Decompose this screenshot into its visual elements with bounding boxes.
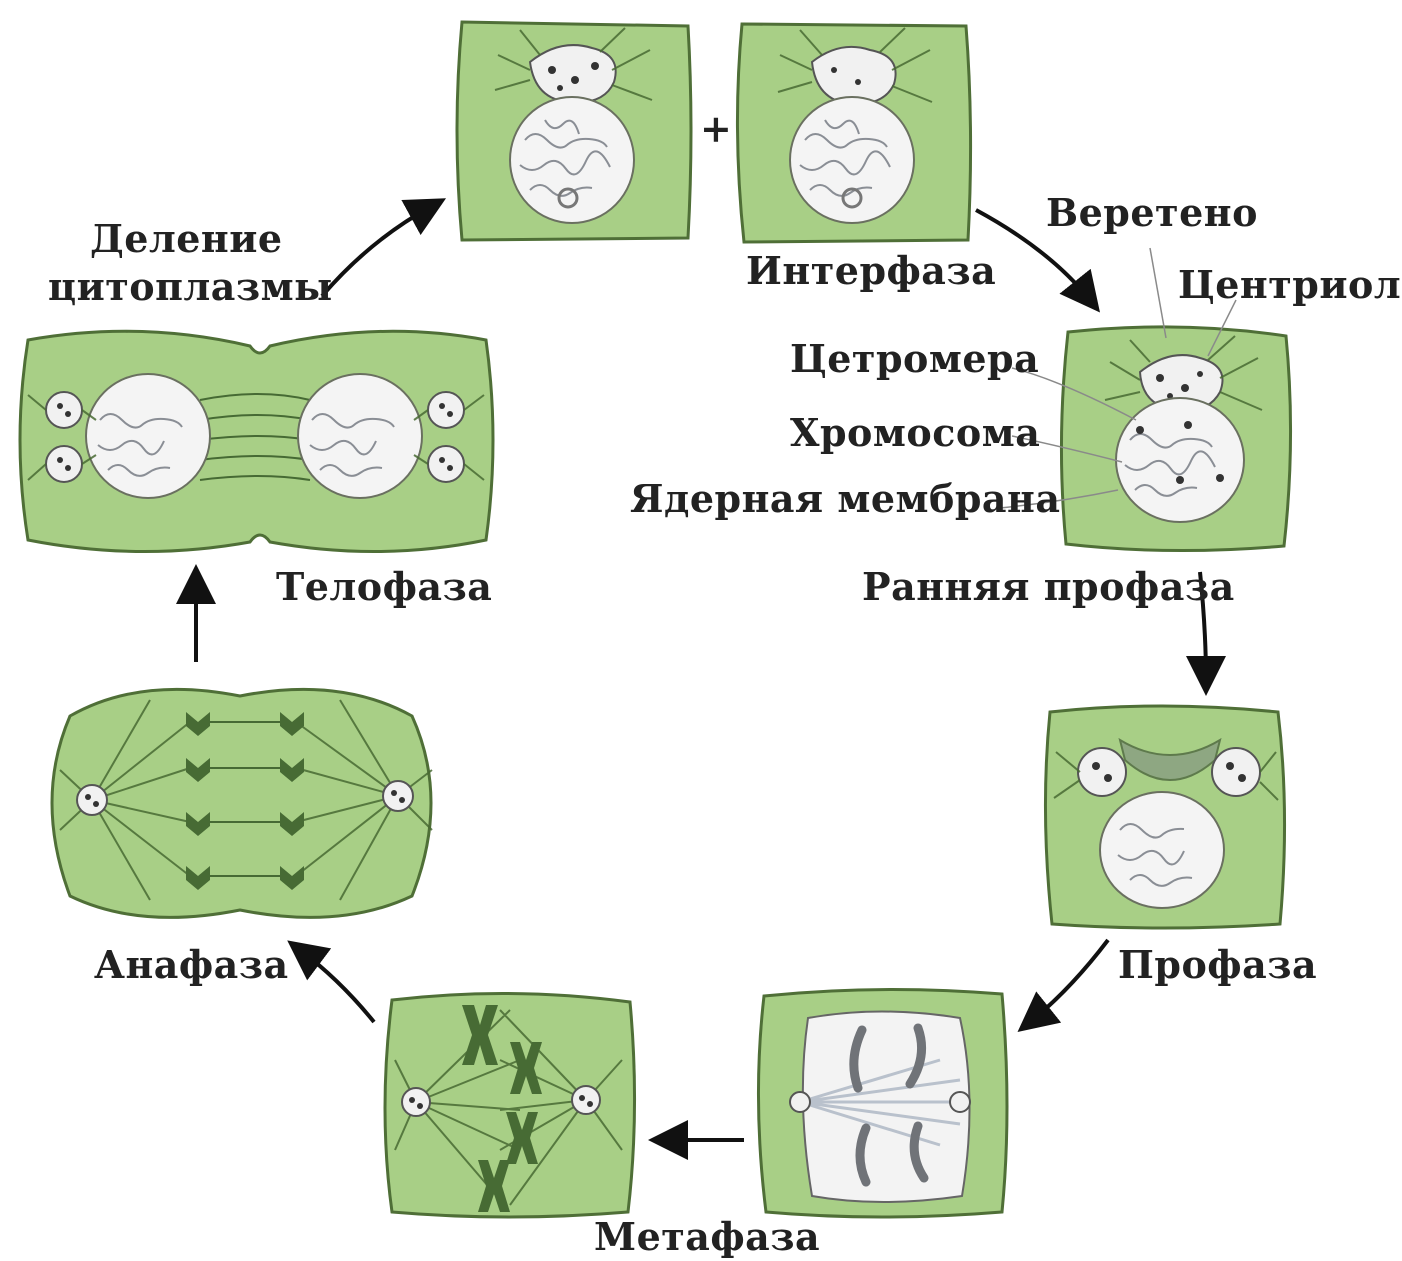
anaphase-cell [52, 689, 432, 917]
label-cytokinesis-line2: цитоплазмы [48, 266, 333, 308]
label-anaphase: Анафаза [94, 944, 289, 986]
label-centromere: Цетромера [790, 338, 1039, 380]
interphase-cell-left [457, 22, 691, 240]
prophase-cell [1045, 706, 1284, 928]
label-chromosome: Хромосома [790, 412, 1040, 454]
label-early-prophase: Ранняя профаза [862, 566, 1235, 608]
label-telophase: Телофаза [276, 566, 492, 608]
arrow-prophase-to-prometaphase [1030, 940, 1108, 1022]
interphase-cell-right [737, 24, 970, 242]
label-interphase: Интерфаза [746, 250, 996, 292]
label-prophase: Профаза [1118, 944, 1317, 986]
arrow-telophase-to-interphase [322, 206, 432, 296]
label-centrioles: Центриоли [1178, 264, 1402, 306]
arrow-metaphase-to-anaphase [300, 950, 374, 1022]
label-cytokinesis-line1: Деление [90, 218, 283, 260]
early-prophase-cell [1061, 327, 1290, 551]
prometaphase-cell [758, 989, 1007, 1217]
label-spindle: Веретено [1046, 192, 1258, 234]
label-nuclear-membrane: Ядерная мембрана [630, 478, 1061, 520]
label-metaphase: Метафаза [594, 1216, 820, 1258]
plus-sign: + [700, 108, 732, 150]
telophase-cell [20, 331, 493, 551]
leader-spindle [1150, 248, 1166, 338]
metaphase-cell [385, 993, 635, 1217]
